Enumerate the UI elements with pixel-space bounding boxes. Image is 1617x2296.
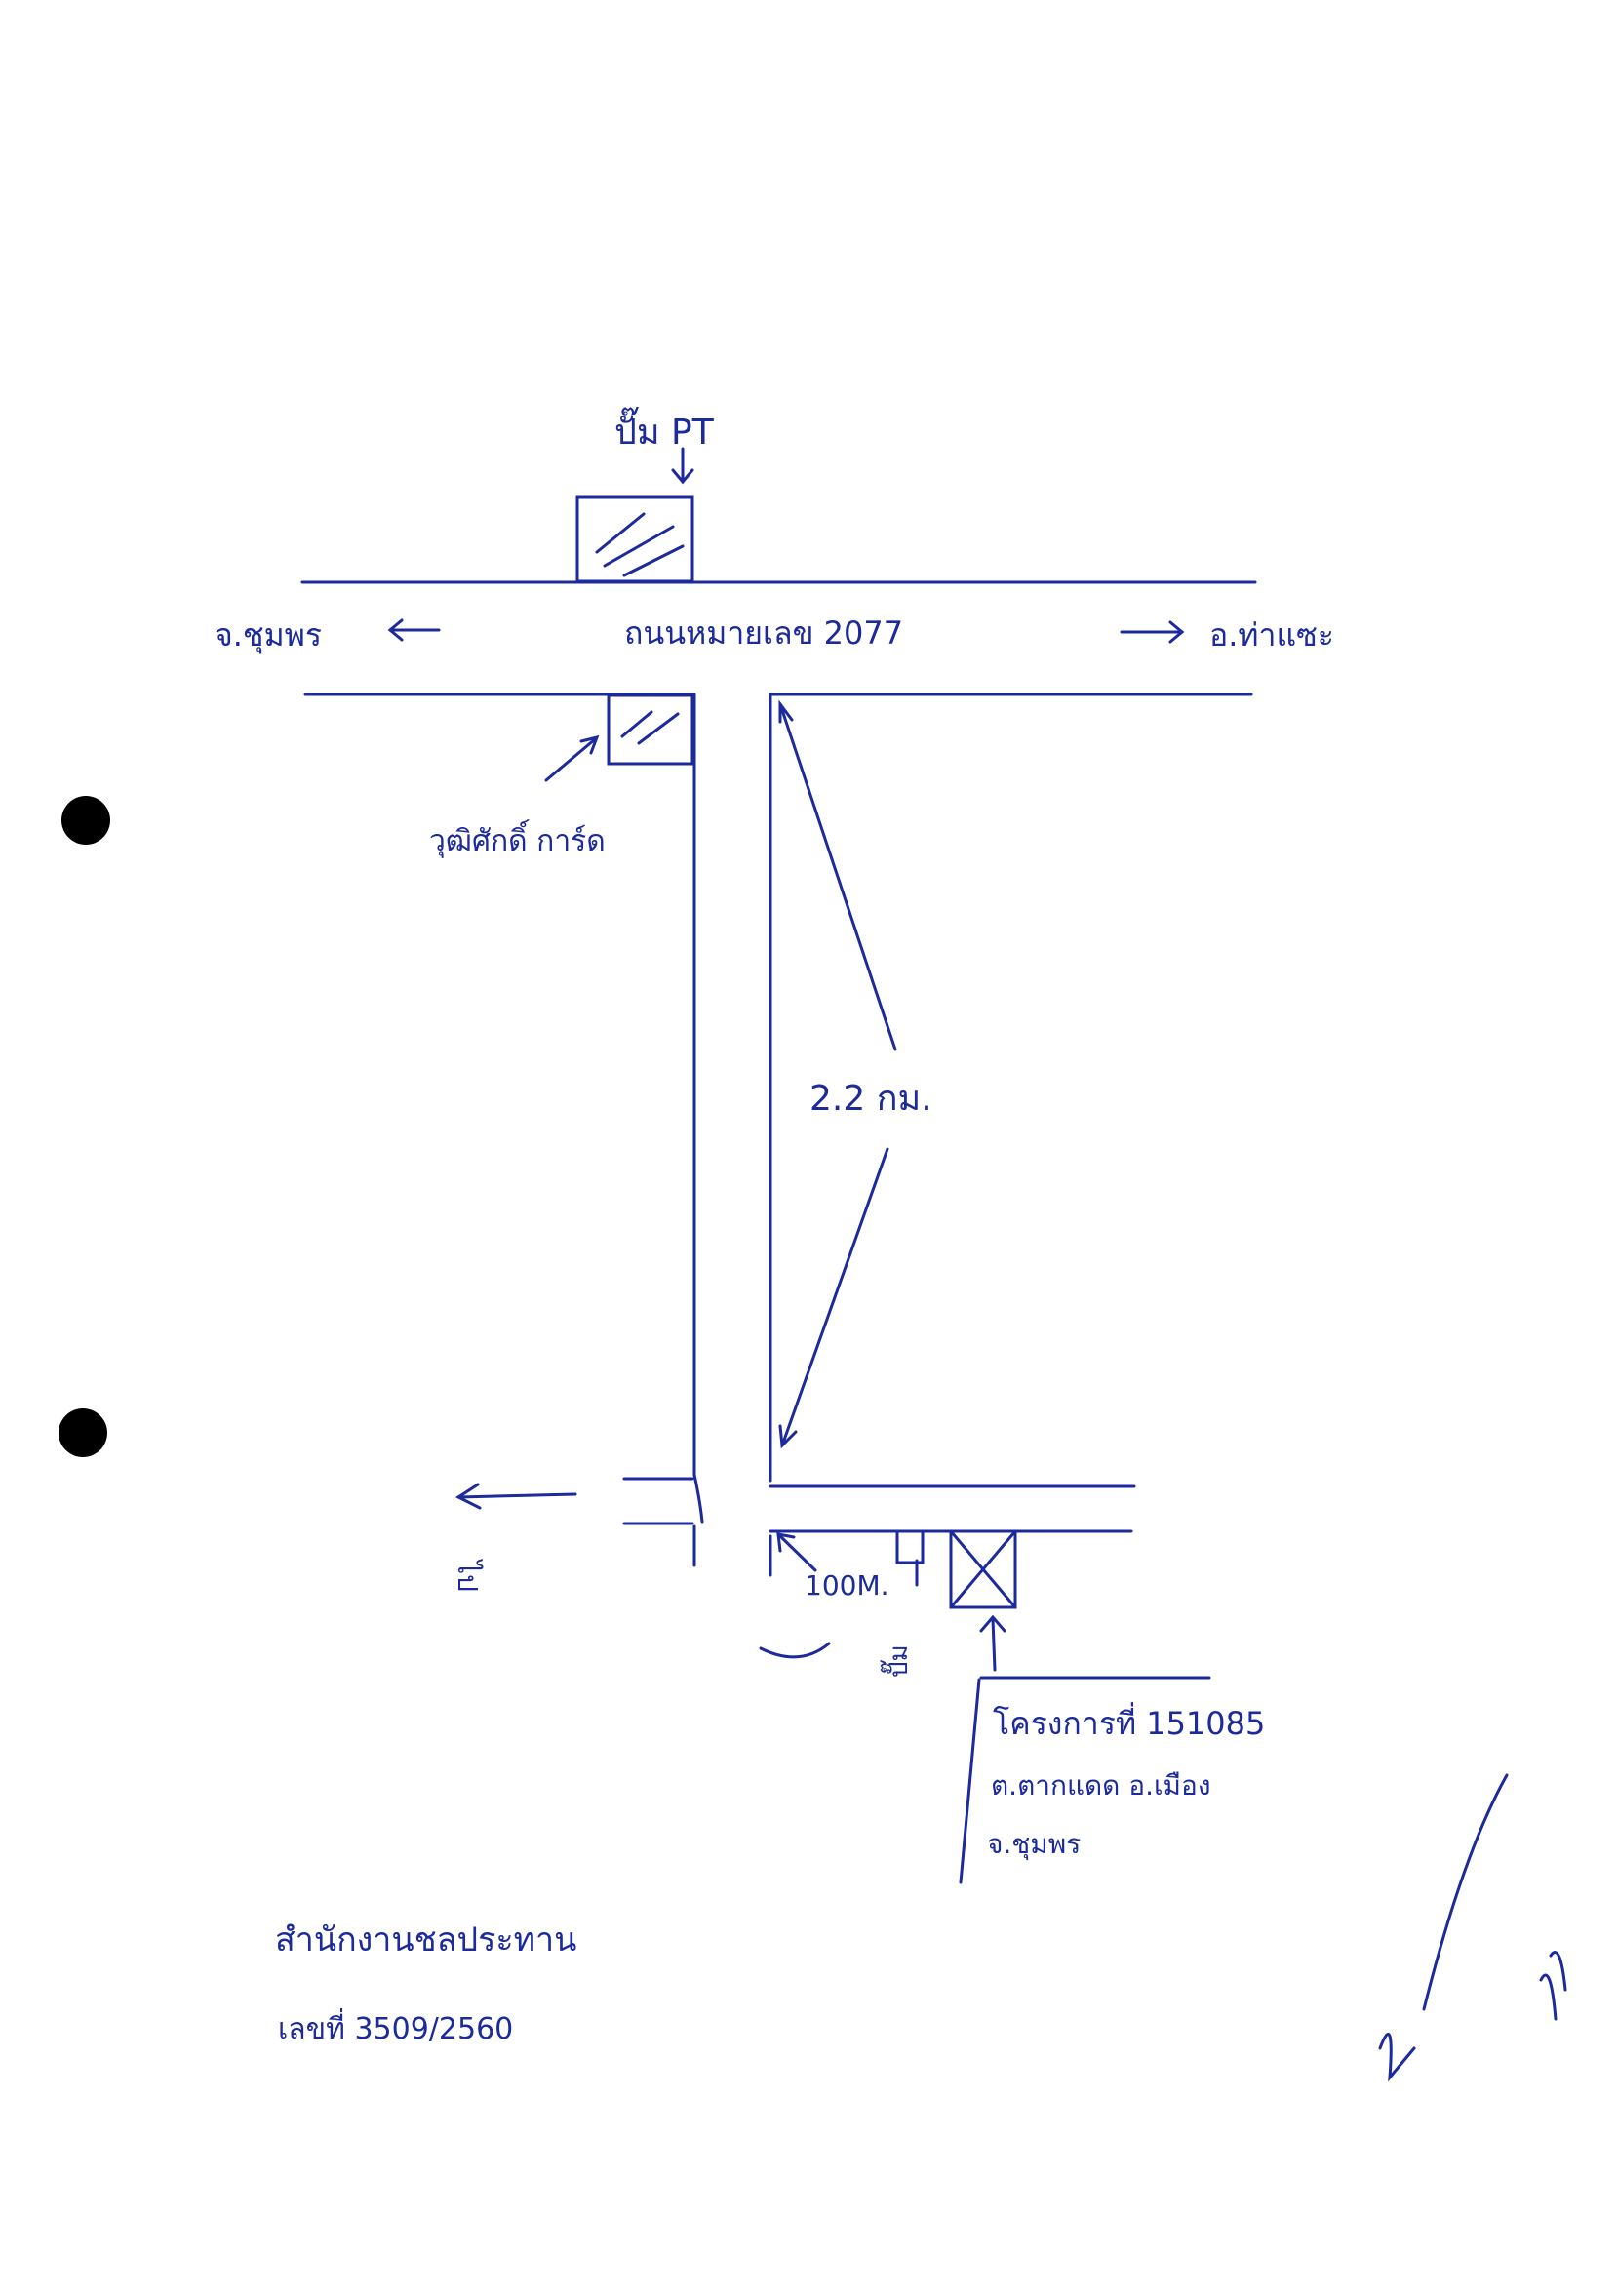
- hatched-building-icon: [607, 693, 694, 766]
- stamp-line2: เลขที่ 3509/2560: [278, 2008, 513, 2046]
- callout-left: [959, 1678, 981, 1884]
- side-label: ปั๊ม: [880, 1644, 914, 1678]
- distance-long-label: 2.2 กม.: [809, 1079, 932, 1119]
- location-line1: โครงการที่ 151085: [993, 1702, 1265, 1742]
- left-road-label: ไป: [452, 1559, 484, 1592]
- side-road-left-corner: [692, 1473, 704, 1524]
- left-direction-label: จ.ชุมพร: [215, 616, 322, 654]
- right-direction-label: อ.ท่าแซะ: [1209, 616, 1334, 653]
- small-building: [895, 1529, 925, 1564]
- crossed-building-icon: [949, 1529, 1017, 1609]
- location-line3: จ.ชุมพร: [987, 1828, 1081, 1861]
- stamp-line1: สำนักงานชลประทาน: [275, 1920, 576, 1960]
- signature-icon: [1378, 1773, 1567, 2082]
- distance-arrow-up: [778, 702, 897, 1051]
- arrow-left-road: [456, 1492, 577, 1499]
- arrow-to-landmark: [544, 737, 597, 782]
- arrow-to-target: [991, 1617, 997, 1672]
- landmark-corner-label: วุฒิศักดิ์ การ์ด: [429, 819, 606, 859]
- location-line2: ต.ตากแดด อ.เมือง: [991, 1769, 1211, 1801]
- distance-arrow-down: [780, 1147, 889, 1447]
- curve-sketch: [759, 1642, 831, 1659]
- highway-label: ถนนหมายเลข 2077: [624, 614, 903, 652]
- punch-hole-icon: [61, 796, 110, 845]
- distance-short-label: 100M.: [805, 1569, 889, 1602]
- punch-hole-icon: [59, 1408, 107, 1457]
- arrow-100m: [776, 1532, 817, 1572]
- hatched-building-icon: [575, 495, 694, 583]
- landmark-top-label: ปั๊ม PT: [614, 406, 715, 453]
